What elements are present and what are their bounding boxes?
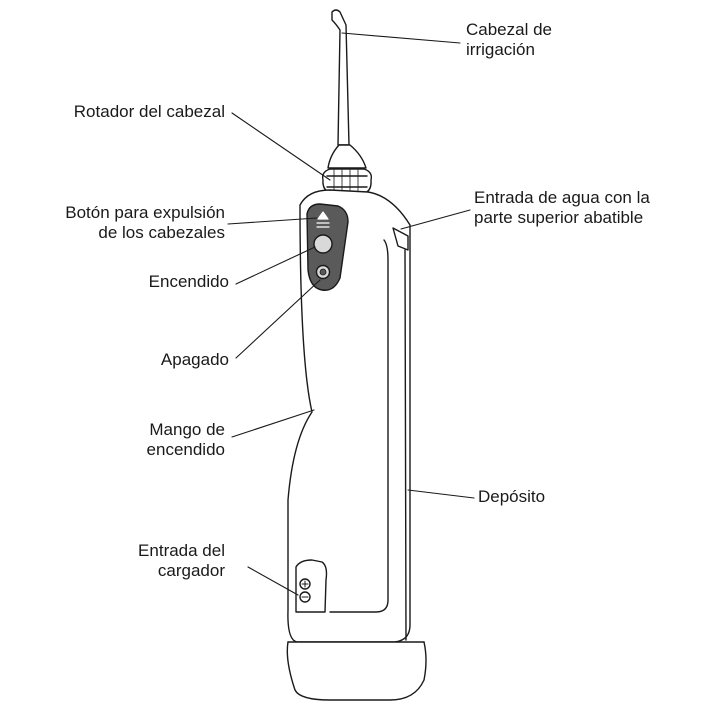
- label-irrigation-head: Cabezal de irrigación: [466, 20, 553, 59]
- leader-charger-port: [247, 566, 299, 596]
- label-water-inlet: Entrada de agua con la parte superior ab…: [474, 188, 650, 227]
- leader-power-off: [235, 279, 321, 359]
- charger-icon: [299, 578, 311, 603]
- power-off-button[interactable]: [315, 264, 331, 280]
- irrigation-tip: [327, 9, 367, 169]
- head-rotator: [321, 168, 373, 195]
- charger-port: [295, 559, 328, 613]
- leader-power-on: [235, 246, 316, 285]
- leader-reservoir: [407, 489, 475, 499]
- power-on-button[interactable]: [313, 234, 333, 254]
- label-power-off: Apagado: [160, 350, 229, 369]
- leader-water-inlet: [400, 209, 471, 230]
- label-charger-port: Entrada del cargador: [138, 541, 225, 580]
- leader-irrigation-head: [341, 32, 461, 44]
- label-power-handle: Mango de encendido: [146, 420, 225, 459]
- leader-power-handle: [231, 409, 315, 438]
- button-panel: [306, 203, 349, 291]
- leader-lines: [227, 32, 475, 596]
- label-head-rotator: Rotador del cabezal: [73, 102, 225, 121]
- eject-icon: [316, 211, 330, 228]
- label-reservoir: Depósito: [478, 487, 546, 506]
- label-power-on: Encendido: [148, 272, 229, 291]
- leader-head-rotator: [231, 112, 331, 181]
- label-eject-button: Botón para expulsión de los cabezales: [65, 203, 225, 242]
- leader-eject-button: [227, 217, 318, 225]
- handle-body: [286, 189, 427, 701]
